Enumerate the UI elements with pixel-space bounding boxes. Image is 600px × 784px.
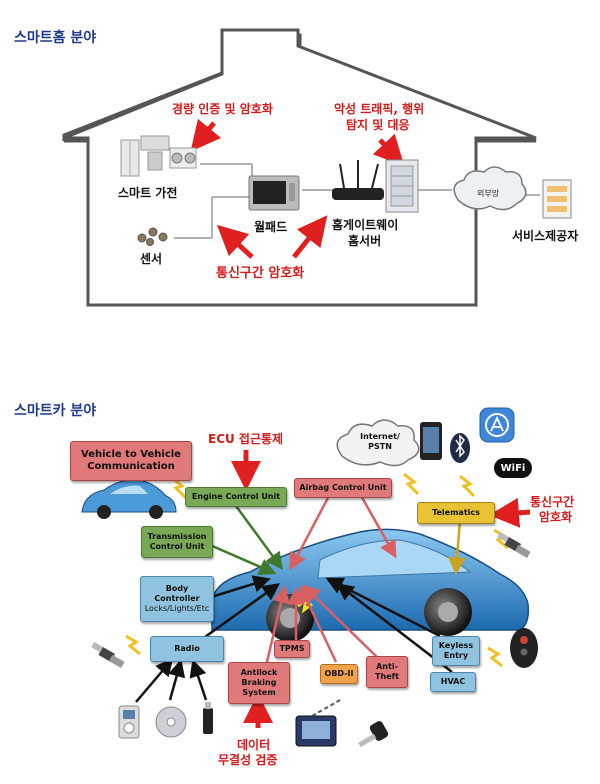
- hvac-box: HVAC: [430, 672, 476, 692]
- car-section-title: 스마트카 분야: [14, 403, 97, 419]
- internet-line-1: Internet/: [360, 432, 400, 441]
- home-label-service-provider: 서비스제공자: [512, 229, 579, 243]
- engine-control-unit-box: Engine Control Unit: [185, 487, 287, 507]
- v2v-car-icon: [81, 479, 177, 519]
- body-line-2: Controller: [154, 594, 200, 603]
- wallpad-icon: [248, 175, 300, 211]
- anti-theft-box: Anti- Theft: [366, 656, 408, 688]
- server-icon: [385, 159, 419, 213]
- refrigerator-icon: [120, 139, 140, 177]
- home-label-gateway-1: 홈게이트웨이: [332, 218, 399, 232]
- transmission-line-1: Transmission: [147, 532, 207, 541]
- obd-ii-box: OBD-II: [320, 664, 358, 684]
- antilock-braking-box: Antilock Braking System: [228, 662, 290, 704]
- antitheft-line-1: Anti-: [376, 662, 398, 671]
- service-server-icon: [542, 179, 572, 219]
- home-label-gateway-2: 홈서버: [348, 234, 382, 248]
- key-fob-icon: [510, 628, 538, 668]
- airbag-control-unit-box: Airbag Control Unit: [294, 478, 392, 498]
- v2v-line-2: Communication: [87, 461, 175, 472]
- home-label-external-net: 외부망: [477, 189, 500, 198]
- sensor-icon: [137, 227, 168, 246]
- transmission-control-unit-box: Transmission Control Unit: [141, 526, 213, 558]
- car-label-data-integrity-1: 데이터: [237, 738, 271, 752]
- signal-bolt-icon: [125, 634, 141, 656]
- signal-bolt-icon: [487, 646, 503, 668]
- transmission-line-2: Control Unit: [149, 542, 205, 551]
- ipod-icon: [118, 705, 140, 739]
- home-label-malicious-traffic-1: 악성 트래픽, 행위: [334, 102, 425, 116]
- cloud-icon: [453, 166, 527, 211]
- cd-icon: [155, 706, 187, 738]
- antitheft-line-2: Theft: [375, 672, 399, 681]
- car-icon: [210, 528, 530, 642]
- radio-box: Radio: [150, 636, 224, 662]
- v2v-line-1: Vehicle to Vehicle: [81, 448, 181, 460]
- usb-icon: [203, 702, 213, 734]
- antilock-line-3: System: [242, 688, 276, 697]
- wifi-logo: WiFi: [494, 458, 532, 478]
- phone-icon: [420, 422, 442, 460]
- house-roof: [63, 28, 537, 307]
- bluetooth-icon: [450, 433, 470, 463]
- satellite-icon: [91, 641, 125, 668]
- home-label-comm-encryption: 통신구간 암호화: [216, 266, 305, 281]
- car-label-comm-encryption-2: 암호화: [539, 510, 573, 524]
- body-controller-box: Body Controller Locks/Lights/Etc: [140, 576, 214, 622]
- car-label-data-integrity-2: 무결성 검증: [218, 753, 278, 767]
- cloud-icon: [336, 419, 420, 467]
- body-line-3: Locks/Lights/Etc: [144, 604, 210, 613]
- body-line-1: Body: [165, 584, 189, 593]
- app-store-icon: [479, 407, 515, 443]
- internet-cloud-label: Internet/ PSTN: [352, 432, 408, 451]
- internet-line-2: PSTN: [368, 441, 392, 451]
- telematics-box: Telematics: [417, 502, 495, 524]
- keyless-entry-box: Keyless Entry: [432, 636, 480, 666]
- washer-icon: [140, 135, 197, 171]
- car-key-icon: [358, 721, 389, 748]
- diagnostic-tool-icon: [295, 699, 341, 747]
- keyless-line-1: Keyless: [438, 641, 474, 650]
- signal-bolt-icon: [171, 476, 188, 500]
- home-label-smart-appliance: 스마트 가전: [118, 186, 178, 200]
- car-label-comm-encryption-1: 통신구간: [530, 495, 575, 509]
- tpms-box: TPMS: [274, 640, 310, 658]
- antilock-line-2: Braking: [241, 678, 277, 687]
- satellite-icon: [497, 531, 531, 558]
- home-section-title: 스마트홈 분야: [14, 30, 97, 46]
- signal-bolt-icon: [403, 472, 420, 496]
- router-icon: [332, 160, 384, 200]
- signal-bolt-icon: [459, 474, 476, 498]
- home-label-malicious-traffic-2: 탐지 및 대응: [346, 118, 410, 132]
- home-label-wallpad: 월패드: [254, 220, 288, 234]
- antilock-line-1: Antilock: [240, 668, 278, 677]
- v2v-communication-box: Vehicle to Vehicle Communication: [70, 441, 192, 481]
- car-label-ecu-access: ECU 접근통제: [208, 432, 284, 446]
- keyless-line-2: Entry: [443, 651, 469, 660]
- home-label-lightweight-auth: 경량 인증 및 암호화: [172, 102, 273, 116]
- home-label-sensor: 센서: [140, 252, 163, 266]
